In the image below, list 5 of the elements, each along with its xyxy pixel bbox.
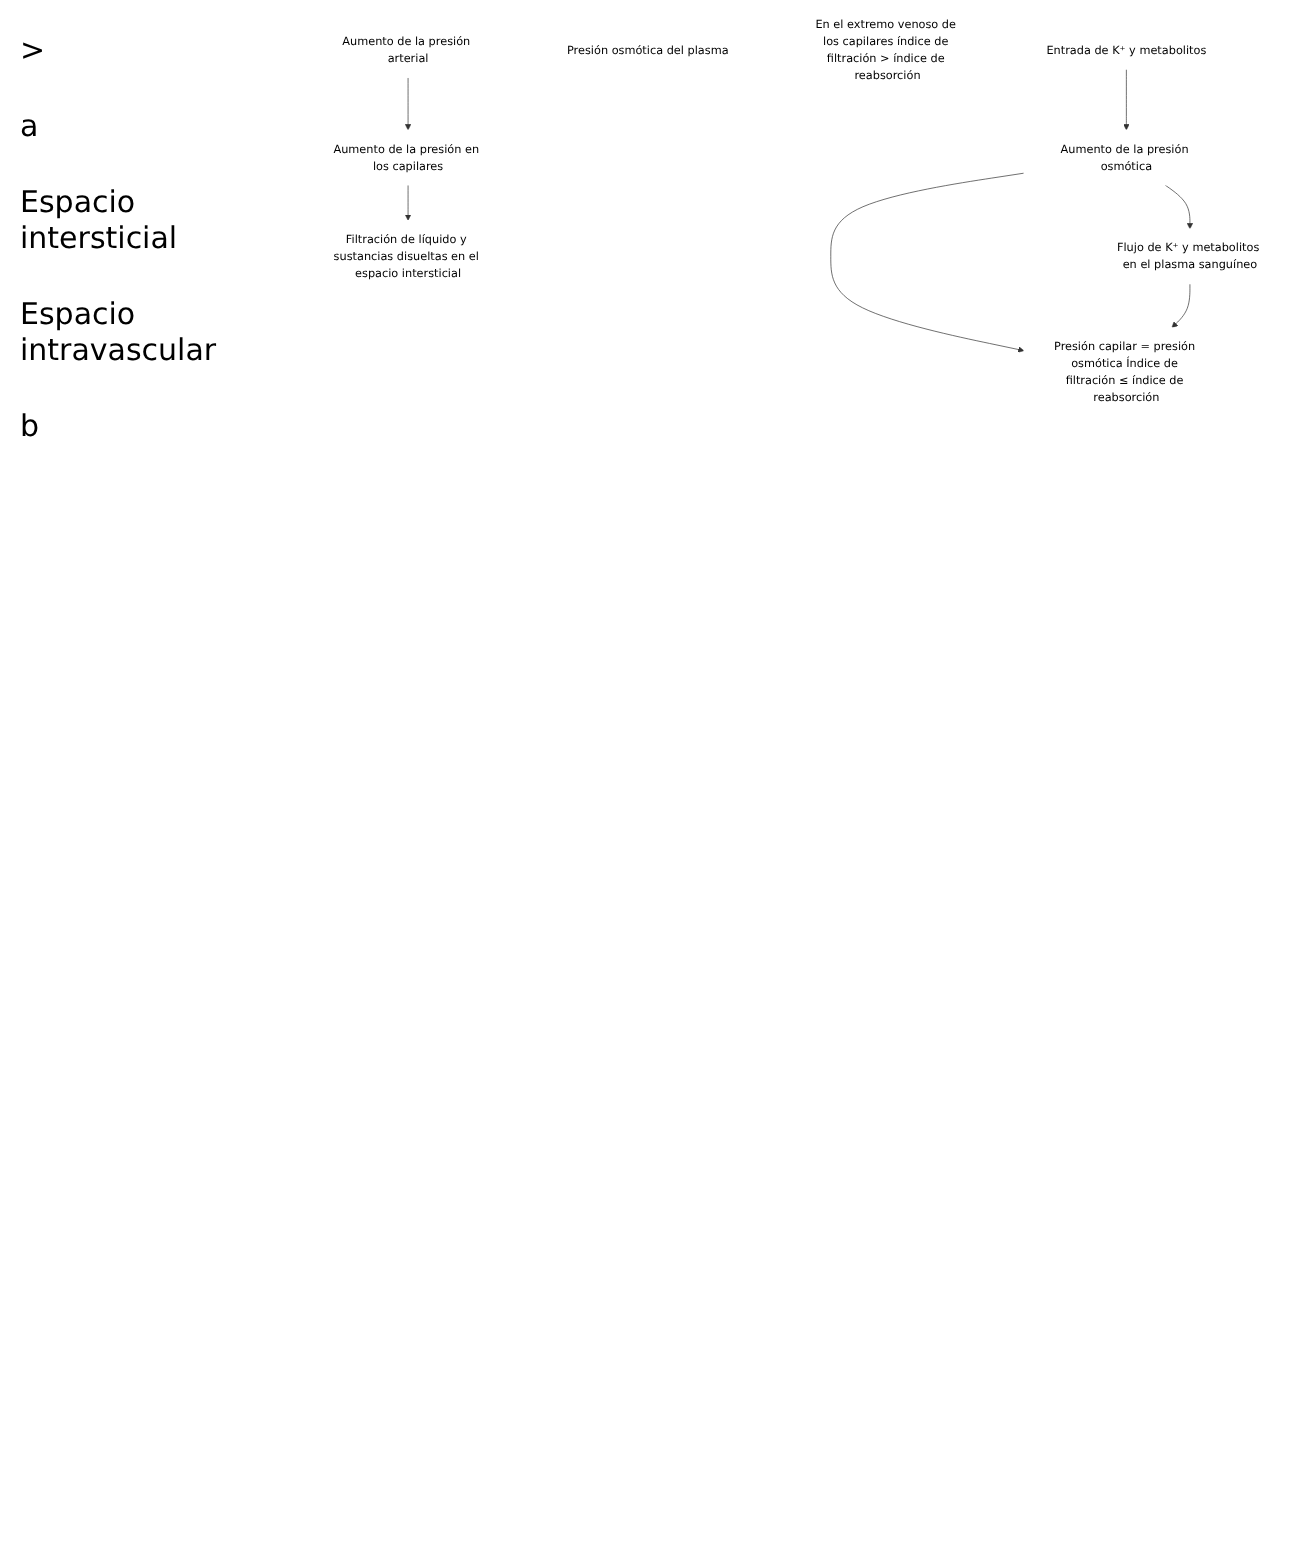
note-label: Espacio intersticial (20, 184, 180, 256)
note-label: b (20, 408, 42, 444)
note-label: > (20, 32, 48, 68)
note-label: a (20, 108, 41, 144)
note-label: Espacio intravascular (20, 296, 219, 368)
